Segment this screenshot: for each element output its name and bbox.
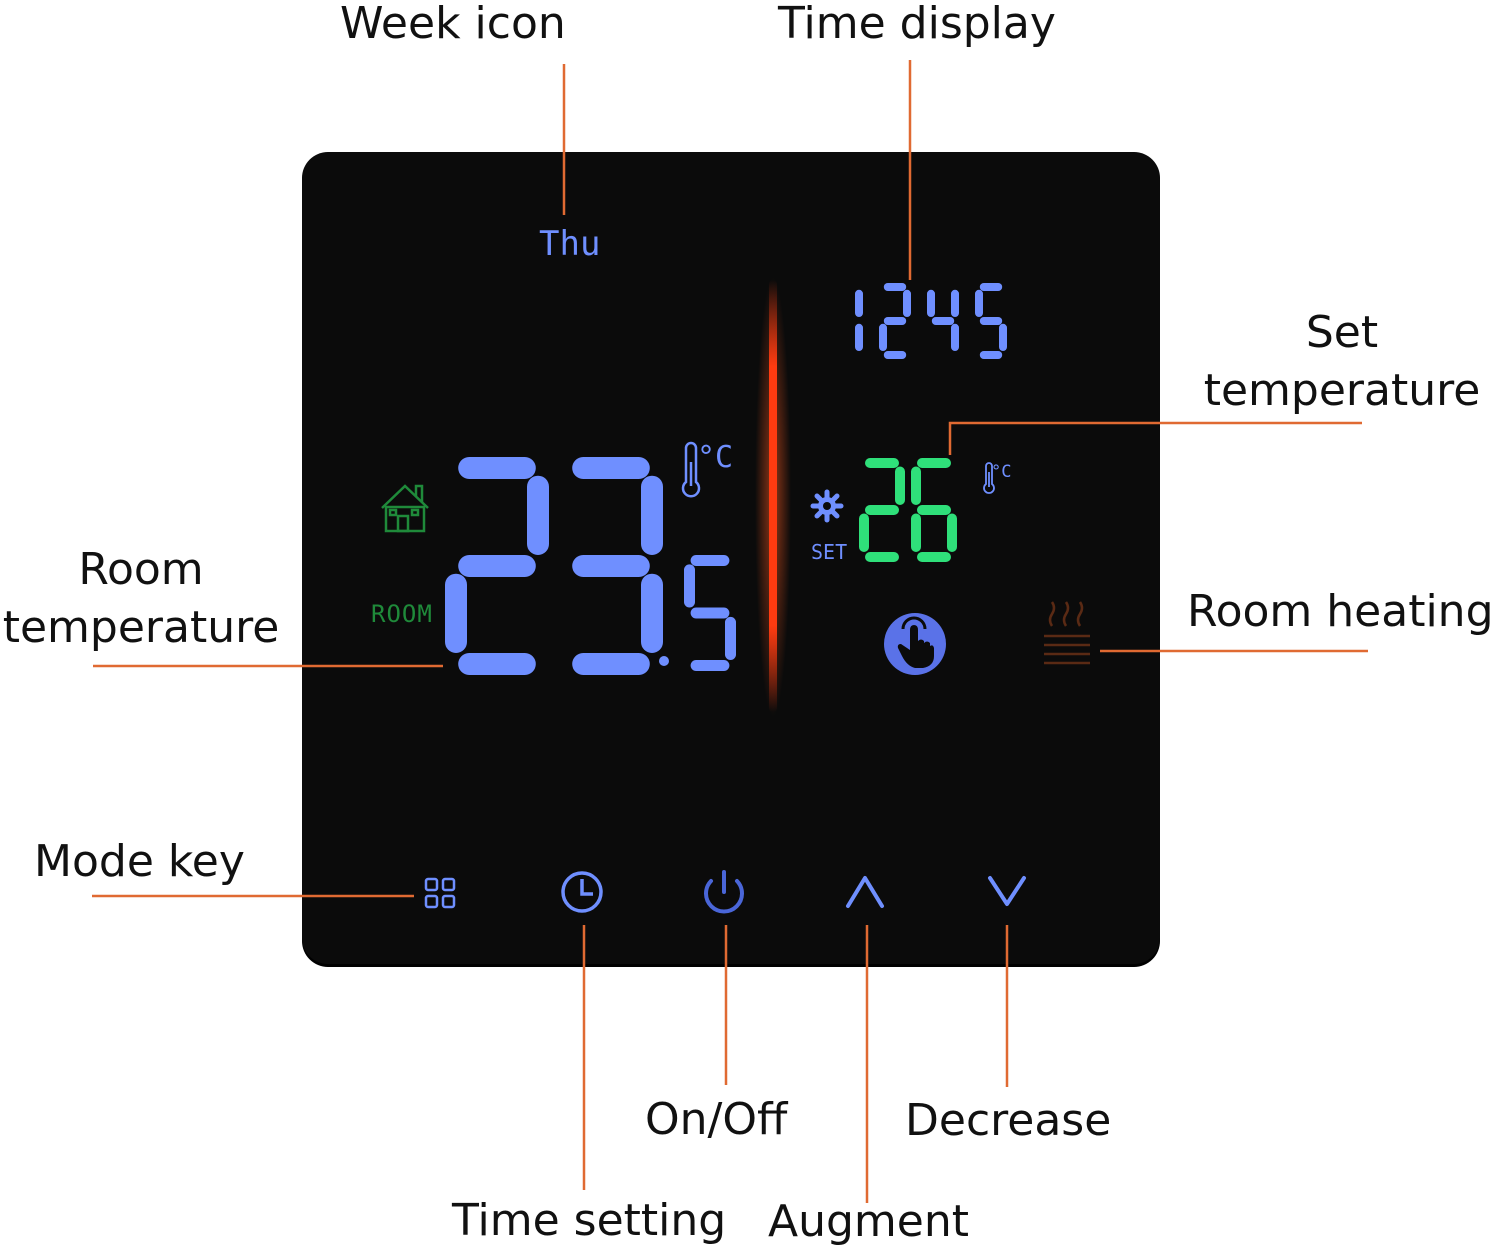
segment-b <box>855 289 863 317</box>
segment-g <box>690 607 730 619</box>
label-set-temperature-line1: Set <box>1305 307 1379 358</box>
thermostat-panel: Thu ROOM SET °C °C <box>302 152 1160 964</box>
label-set-temperature-line2: temperature <box>1203 365 1481 416</box>
floor-heating-icon <box>1044 601 1090 665</box>
room-temperature-digits <box>445 457 663 675</box>
segment-d <box>917 552 951 562</box>
segment-c <box>641 573 663 653</box>
set-temperature-digit <box>859 458 905 562</box>
room-temperature-digit <box>572 457 663 675</box>
set-indicator: SET <box>811 540 848 564</box>
clock-icon[interactable] <box>561 871 603 913</box>
lcd-graphics <box>381 277 1090 914</box>
segment-c <box>999 323 1007 351</box>
label-room-temperature-line1: Room <box>78 544 204 595</box>
segment-e <box>445 573 467 653</box>
segment-d <box>883 351 907 359</box>
room-temperature-decimal <box>684 555 736 671</box>
label-time-display: Time display <box>778 0 1056 49</box>
segment-b <box>641 475 663 555</box>
segment-b <box>903 289 911 317</box>
divider-line <box>769 280 777 712</box>
room-temperature-digit <box>445 457 549 675</box>
label-augment: Augment <box>768 1196 969 1247</box>
segment-g <box>883 317 907 325</box>
segment-f <box>911 466 921 505</box>
small-thermometer-icon <box>983 462 995 494</box>
label-decrease: Decrease <box>905 1095 1112 1146</box>
set-temperature-digits <box>859 458 957 562</box>
thermometer-icon <box>681 441 701 498</box>
segment-d <box>865 552 899 562</box>
segment-c <box>947 513 957 552</box>
segment-g <box>865 505 899 515</box>
week-day-indicator: Thu <box>539 224 601 264</box>
time-digit <box>855 289 863 351</box>
time-digit <box>927 289 959 351</box>
time-digit <box>975 283 1007 359</box>
segment-c <box>951 323 959 351</box>
segment-d <box>690 660 730 671</box>
segment-a <box>690 555 730 566</box>
segment-e <box>911 513 921 552</box>
set-temperature-digit <box>911 458 957 562</box>
time-digit <box>879 283 911 359</box>
segment-f <box>975 289 983 317</box>
room-temperature-unit: °C <box>697 440 734 475</box>
segment-c <box>725 616 736 660</box>
segment-e <box>859 513 869 552</box>
label-on-off: On/Off <box>645 1094 788 1145</box>
segment-g <box>931 317 955 325</box>
segment-a <box>917 458 951 468</box>
segment-b <box>951 289 959 317</box>
segment-e <box>879 323 887 351</box>
segment-c <box>855 323 863 351</box>
segment-f <box>684 564 695 608</box>
segment-f <box>927 289 935 317</box>
segment-b <box>527 475 549 555</box>
segment-d <box>458 653 536 675</box>
chevron-down-icon[interactable] <box>988 876 1026 906</box>
segment-d <box>572 653 650 675</box>
set-temperature-unit: °C <box>991 462 1012 482</box>
segment-g <box>917 505 951 515</box>
segment-g <box>979 317 1003 325</box>
segment-a <box>458 457 536 479</box>
segment-d <box>979 351 1003 359</box>
segment-a <box>979 283 1003 291</box>
mode-grid-icon[interactable] <box>424 877 456 909</box>
room-temperature-decimal-digit <box>684 555 736 671</box>
label-time-setting: Time setting <box>452 1195 727 1246</box>
segment-g <box>572 555 650 577</box>
gear-icon <box>810 489 844 523</box>
label-set-temperature: Set temperature <box>1200 304 1484 420</box>
power-icon[interactable] <box>704 870 744 914</box>
touch-hand-icon[interactable] <box>884 613 946 675</box>
segment-a <box>572 457 650 479</box>
label-mode-key: Mode key <box>34 836 245 887</box>
segment-b <box>895 466 905 505</box>
room-indicator: ROOM <box>371 600 433 628</box>
label-room-temperature: Room temperature <box>0 541 282 657</box>
label-room-temperature-line2: temperature <box>2 602 280 653</box>
leader-set-temperature <box>948 421 1362 455</box>
label-week-icon: Week icon <box>340 0 566 49</box>
house-icon <box>381 484 429 533</box>
time-display-digits <box>855 283 1007 359</box>
segment-a <box>865 458 899 468</box>
label-room-heating: Room heating <box>1187 586 1494 637</box>
decimal-point <box>659 656 669 666</box>
segment-g <box>458 555 536 577</box>
chevron-up-icon[interactable] <box>846 876 884 908</box>
segment-a <box>883 283 907 291</box>
